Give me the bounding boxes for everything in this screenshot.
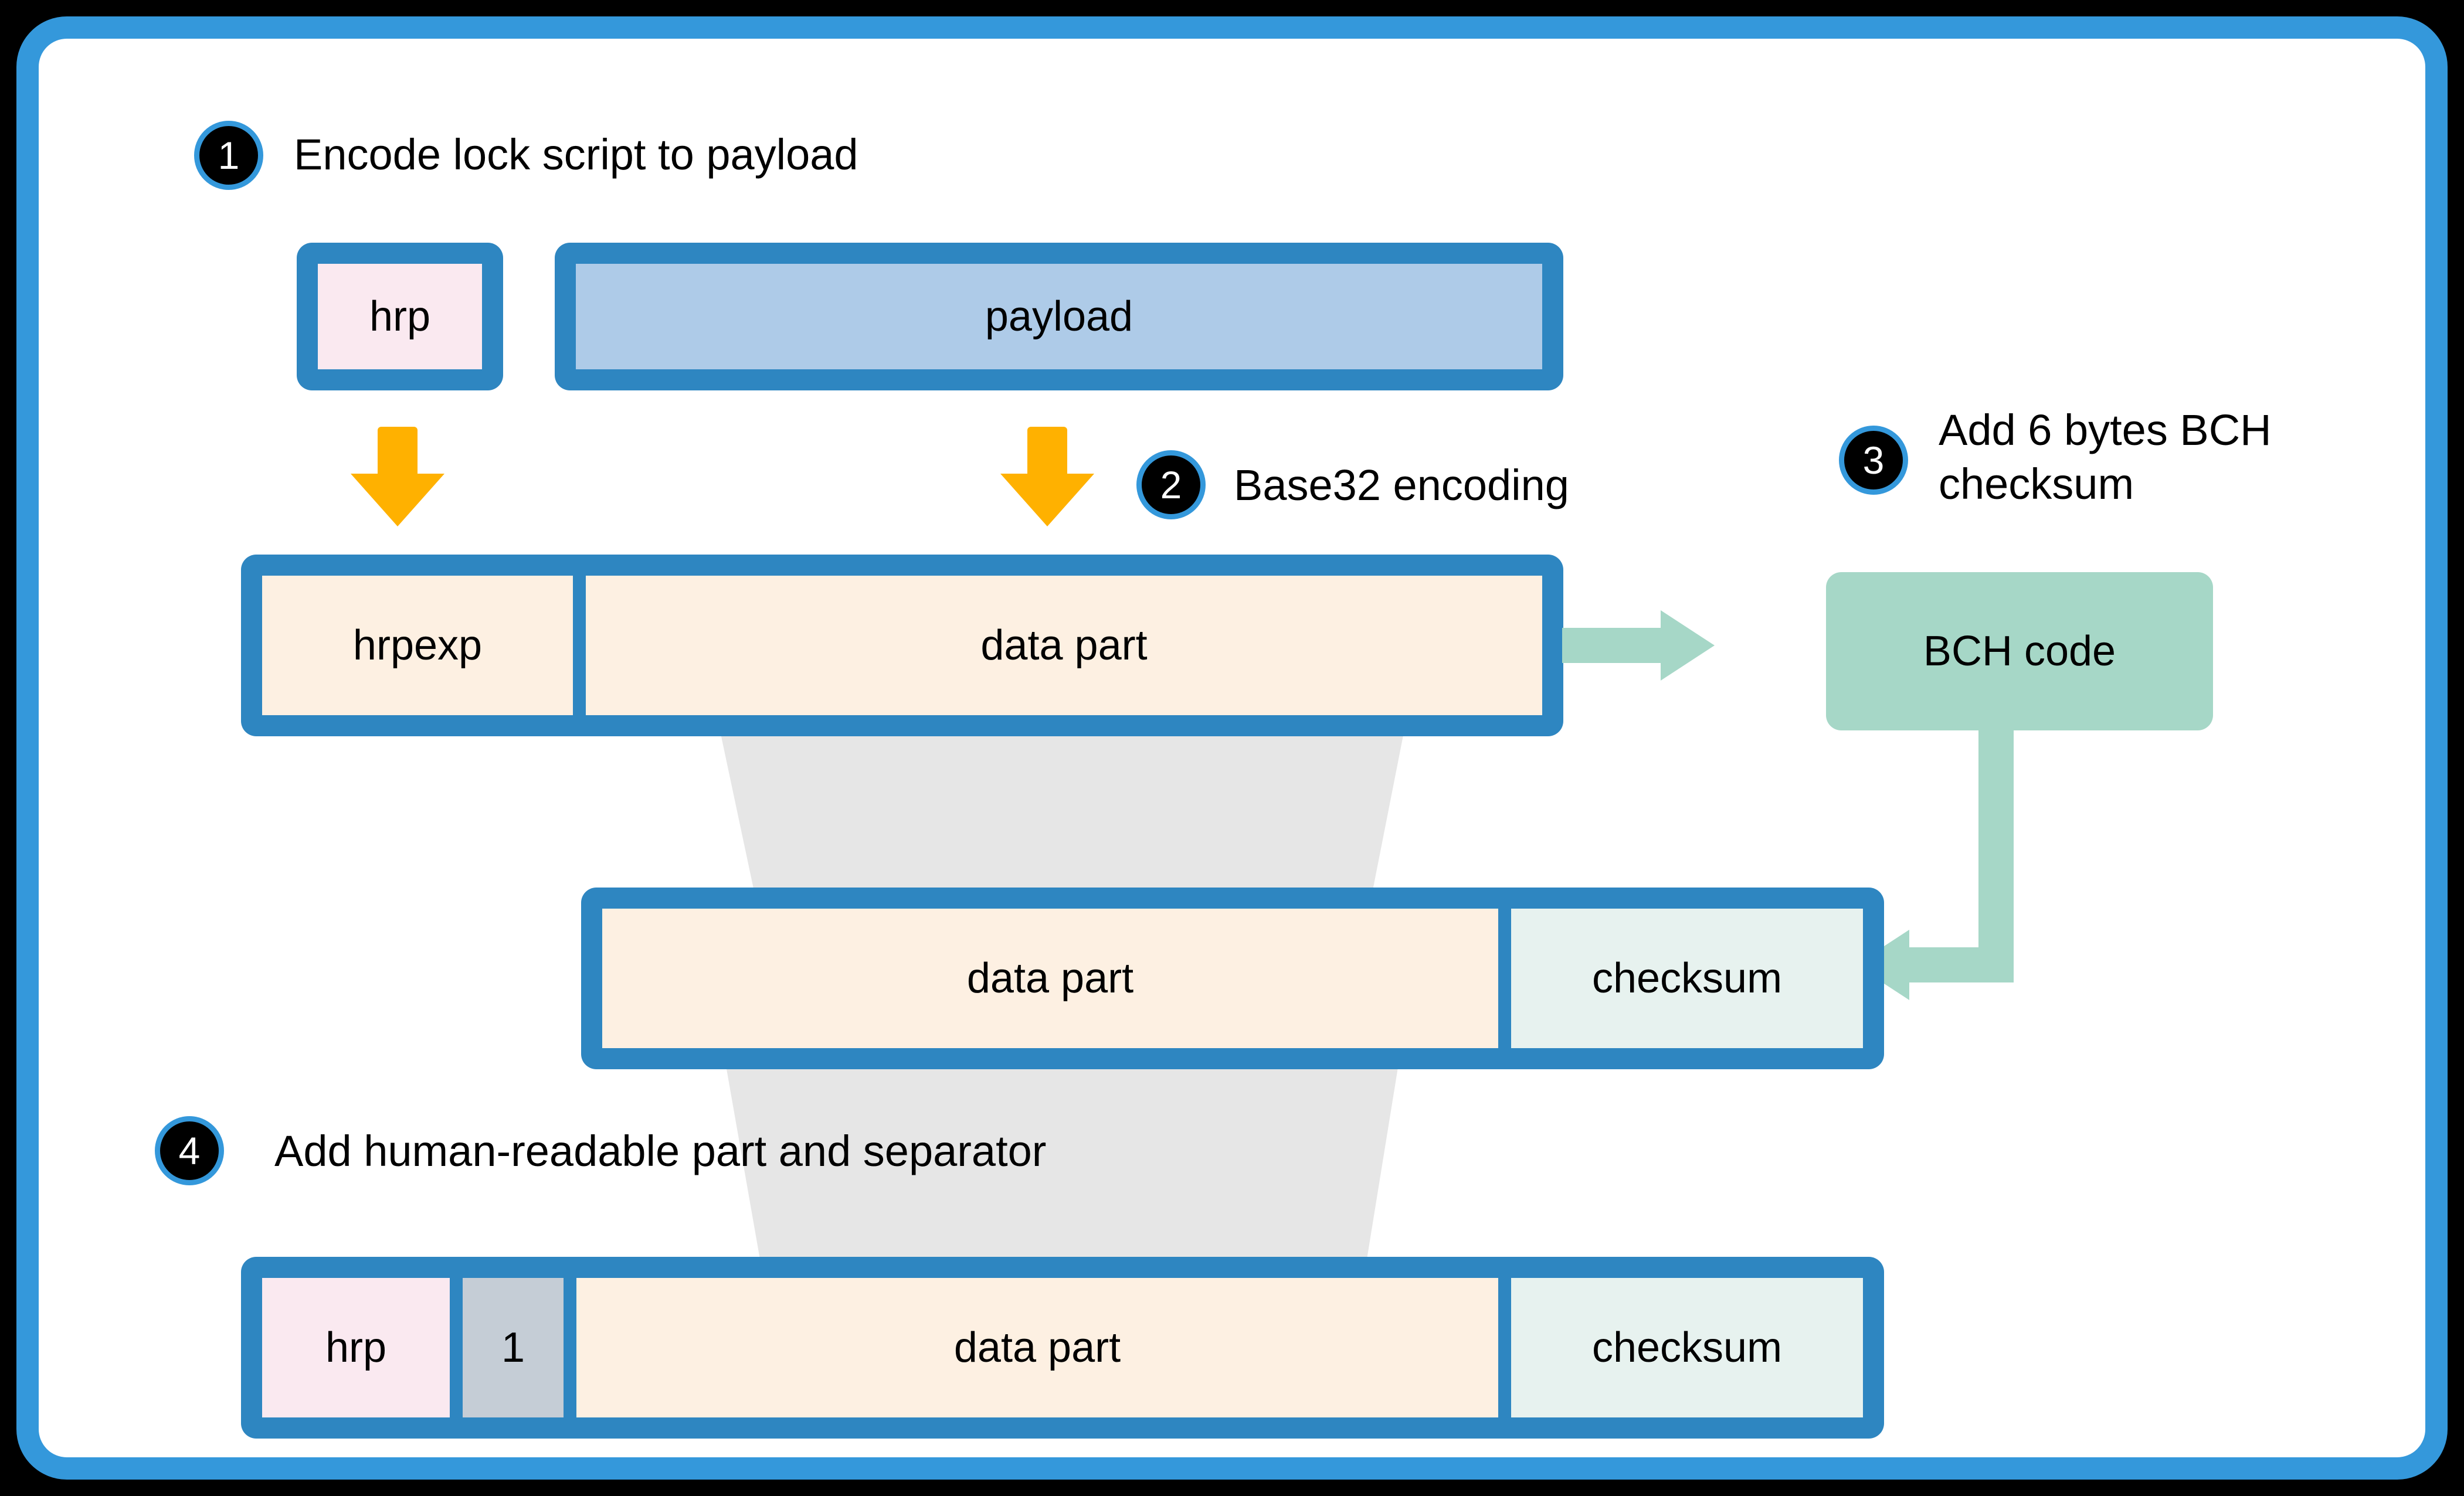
- bch-code-box: BCH code: [1826, 572, 2213, 730]
- connector-trapezoid-upper: [716, 712, 1408, 905]
- step-label-3: Add 6 bytes BCH checksum: [1939, 406, 2272, 508]
- hrpexp-data-box: hrpexp data part: [241, 555, 1563, 736]
- cell-checksum-final: checksum: [1511, 1278, 1863, 1417]
- cell-hrp-final: hrp: [262, 1278, 450, 1417]
- step-bullet-4: 4: [155, 1116, 224, 1185]
- diagram-frame: 1 Encode lock script to payload hrp payl…: [16, 16, 2448, 1480]
- step-label-2: Base32 encoding: [1234, 461, 1569, 509]
- step-bullet-3: 3: [1839, 426, 1908, 495]
- cell-checksum-mid: checksum: [1511, 909, 1863, 1048]
- cell-data-part-checksum-row: data part: [602, 909, 1498, 1048]
- cell-separator: 1: [463, 1278, 564, 1417]
- cell-data-part-base32: data part: [586, 576, 1542, 715]
- cell-hrpexp: hrpexp: [262, 576, 573, 715]
- step-bullet-2: 2: [1136, 450, 1206, 519]
- cell-data-part-final: data part: [576, 1278, 1498, 1417]
- green-arrow-to-bch-icon: [1562, 610, 1715, 681]
- hrp-box: hrp: [297, 243, 503, 390]
- green-arrow-to-checksum-icon: [1855, 730, 2049, 1012]
- cell-hrp: hrp: [318, 264, 482, 369]
- payload-box: payload: [555, 243, 1563, 390]
- step-bullet-1: 1: [194, 121, 263, 190]
- step-label-4: Add human-readable part and separator: [274, 1127, 1047, 1175]
- orange-arrow-payload-icon: [1000, 427, 1094, 526]
- step-label-1: Encode lock script to payload: [294, 130, 858, 179]
- data-checksum-box: data part checksum: [581, 888, 1884, 1069]
- final-address-box: hrp 1 data part checksum: [241, 1257, 1884, 1439]
- connector-trapezoid-lower: [722, 1042, 1402, 1259]
- cell-payload: payload: [576, 264, 1542, 369]
- orange-arrow-hrp-icon: [351, 427, 444, 526]
